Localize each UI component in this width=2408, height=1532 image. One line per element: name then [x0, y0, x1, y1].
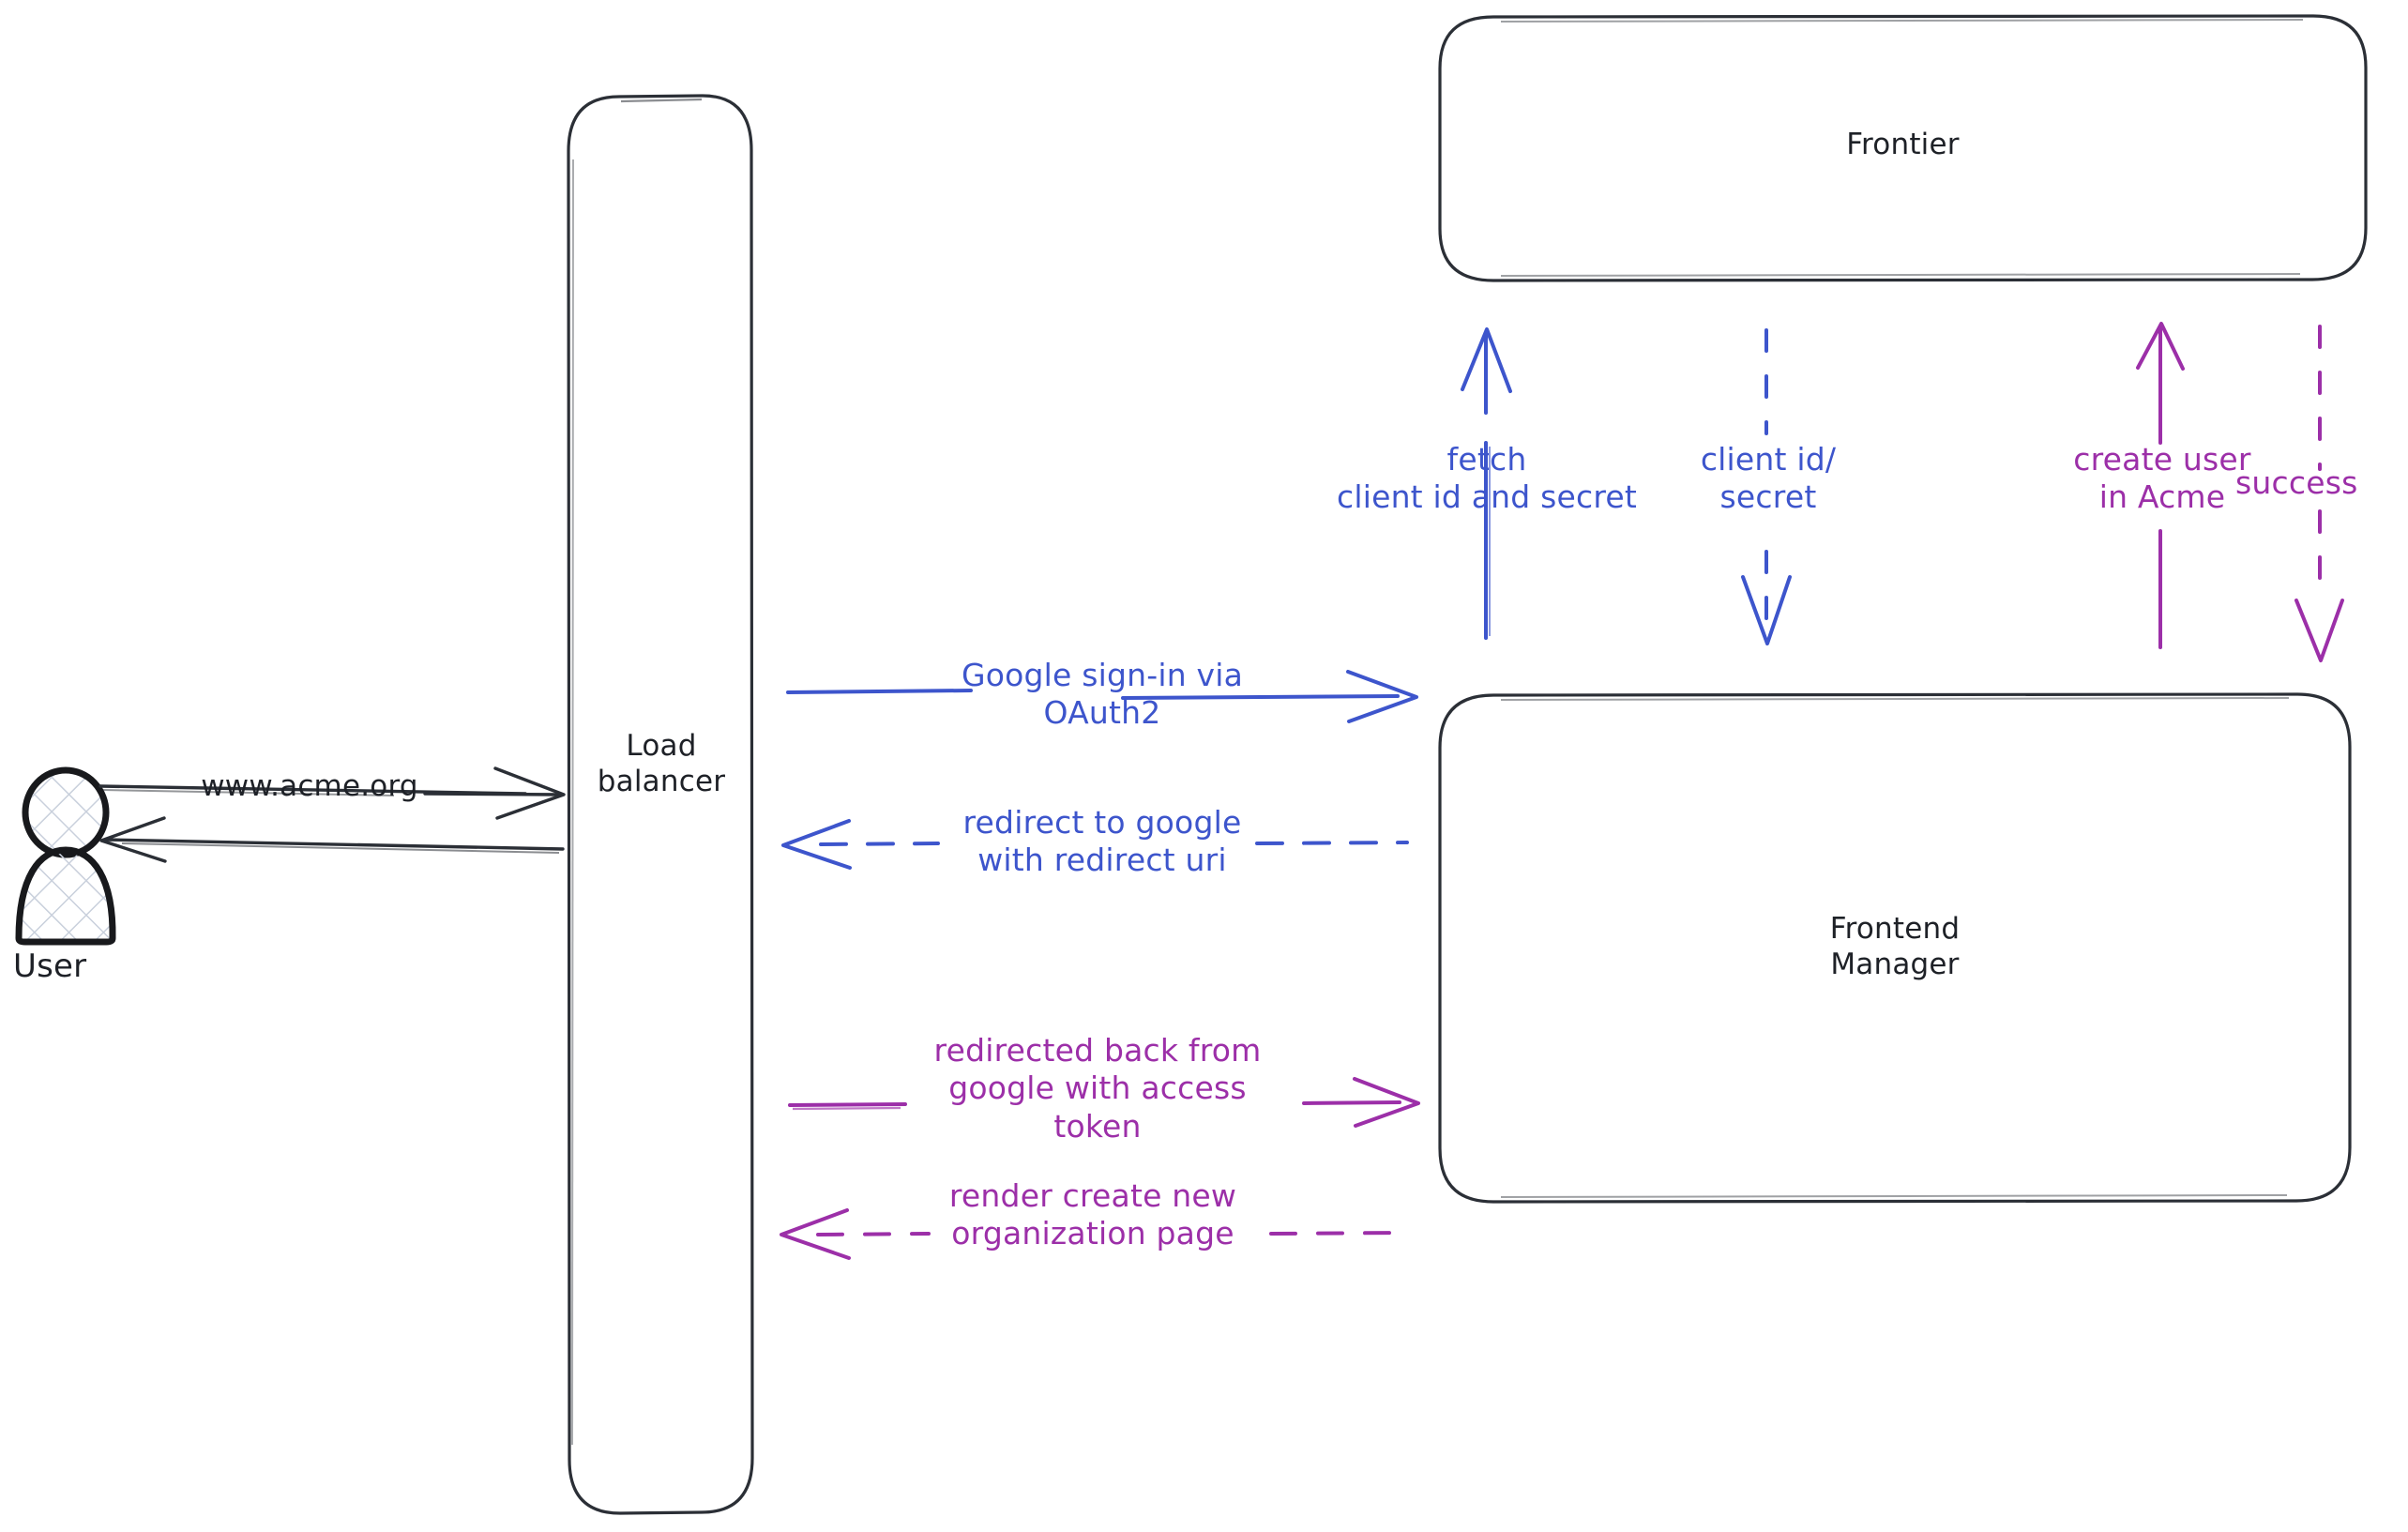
edge-client-id-secret — [1741, 328, 1792, 645]
edge-label-redirect-to-google: redirect to google with redirect uri — [924, 804, 1280, 880]
edge-label-redirected-back-line1: redirected back from — [933, 1032, 1262, 1069]
edge-load-balancer-to-user — [99, 816, 565, 863]
edge-google-signin-via-oauth2 — [786, 670, 1418, 723]
edge-label-client-id-secret: client id/ secret — [1651, 441, 1886, 517]
edge-label-client-id-secret-line2: secret — [1719, 478, 1817, 516]
edge-label-render-create-org-line1: render create new — [948, 1177, 1237, 1214]
edge-label-render-create-org-line2: organization page — [951, 1215, 1234, 1252]
node-frontend-manager-shape — [1438, 692, 2352, 1204]
edge-label-redirected-back-line2: google with access — [948, 1069, 1247, 1107]
node-load-balancer-shape — [567, 94, 754, 1515]
edge-label-fetch-client-id: fetch client id and secret — [1295, 441, 1679, 517]
edge-label-google-signin-line2: OAuth2 — [1043, 694, 1161, 732]
node-frontier-shape — [1438, 14, 2368, 282]
edge-label-www-acme-org: www.acme.org — [201, 769, 418, 803]
user-label: User — [13, 948, 87, 985]
edge-label-fetch-line2: client id and secret — [1336, 478, 1638, 516]
edge-label-redirected-back: redirected back from google with access … — [886, 1032, 1309, 1145]
edge-user-to-load-balancer — [98, 766, 566, 820]
edge-label-create-user-in-acme: create user in Acme — [2022, 441, 2303, 517]
edge-label-redirected-back-line3: token — [1053, 1107, 1142, 1145]
edge-render-create-new-organization-page — [780, 1208, 1409, 1260]
edge-label-create-user-line1: create user — [2073, 441, 2251, 478]
edge-label-google-signin: Google sign-in via OAuth2 — [924, 657, 1280, 733]
edge-label-fetch-line1: fetch — [1446, 441, 1527, 478]
edge-label-redirect-to-google-line1: redirect to google — [962, 804, 1242, 841]
edge-success — [2294, 325, 2344, 662]
edge-create-user-in-acme — [2136, 322, 2185, 649]
edge-redirected-back-from-google-with-access-token — [788, 1077, 1420, 1128]
edge-label-render-create-org: render create new organization page — [891, 1177, 1295, 1253]
user-person-icon — [15, 766, 116, 946]
edge-label-client-id-secret-line1: client id/ — [1700, 441, 1837, 478]
edge-fetch-client-id-and-secret — [1461, 327, 1512, 640]
edge-label-success: success — [2235, 464, 2358, 501]
edge-label-create-user-line2: in Acme — [2098, 478, 2226, 516]
edge-label-redirect-to-google-line2: with redirect uri — [977, 842, 1227, 879]
edge-redirect-to-google-with-redirect-uri — [781, 819, 1409, 870]
edge-label-google-signin-line1: Google sign-in via — [961, 657, 1244, 693]
